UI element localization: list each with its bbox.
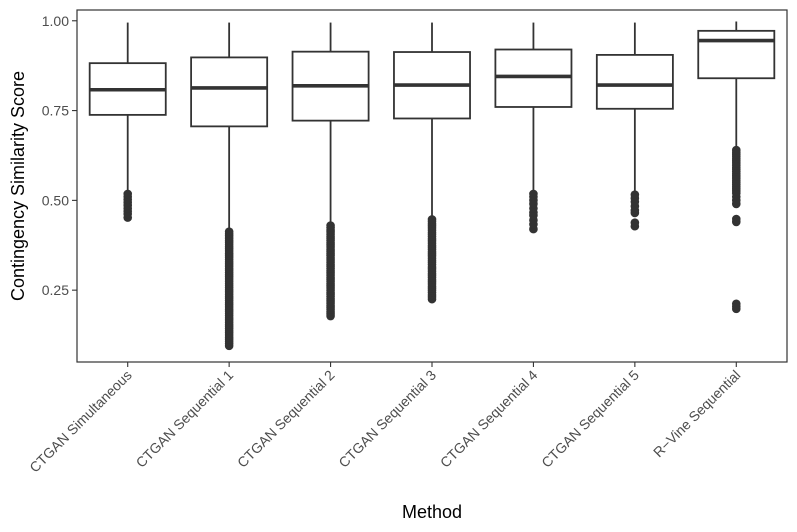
outlier-point (630, 218, 640, 227)
y-tick-label: 0.50 (42, 192, 69, 208)
outlier-point (224, 227, 234, 236)
box-group (595, 22, 674, 231)
box-group (291, 22, 370, 321)
outlier-point (427, 215, 437, 224)
y-axis-title: Contingency Similarity Score (8, 71, 28, 301)
outlier-point (326, 221, 335, 230)
outlier-point (123, 189, 133, 199)
x-tick-label: CTGAN Simultaneous (26, 367, 135, 476)
x-tick-label: R−Vine Sequential (650, 367, 743, 460)
box-iqr (697, 29, 776, 80)
y-tick-label: 1.00 (42, 13, 69, 29)
box-group (393, 22, 471, 304)
box-group (190, 22, 269, 351)
box-iqr (190, 56, 269, 128)
box-group (494, 22, 573, 234)
box-group (88, 22, 167, 222)
panel-border (76, 9, 788, 363)
box-series (88, 21, 776, 351)
x-tick-label: CTGAN Sequential 4 (437, 367, 541, 471)
x-tick-label: CTGAN Sequential 1 (133, 367, 237, 471)
x-axis-title: Method (402, 502, 462, 522)
y-tick-label: 0.25 (42, 282, 69, 298)
x-tick-label: CTGAN Sequential 5 (538, 367, 642, 471)
box-group (697, 21, 776, 314)
x-tick-label: CTGAN Sequential 2 (234, 367, 338, 471)
outlier-point (630, 190, 640, 199)
y-tick-label: 0.75 (42, 103, 69, 119)
outlier-point (731, 299, 741, 309)
y-axis-ticks: 0.25 0.50 0.75 1.00 (42, 13, 77, 298)
box-iqr (595, 53, 674, 110)
outlier-point (529, 189, 538, 199)
outlier-point (731, 145, 741, 155)
x-tick-label: CTGAN Sequential 3 (335, 367, 439, 471)
outlier-point (731, 214, 741, 224)
